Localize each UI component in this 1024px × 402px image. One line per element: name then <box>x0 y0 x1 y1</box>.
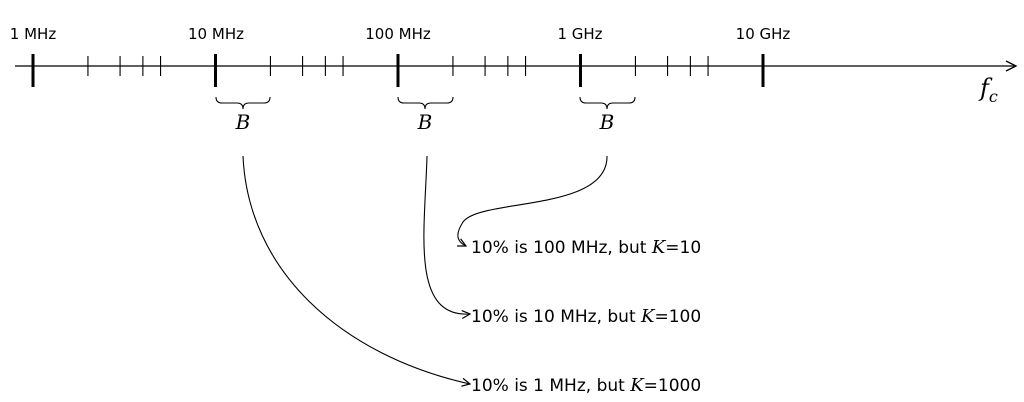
connector-1ghz <box>458 155 608 246</box>
note-k100-symbol: K <box>640 306 656 327</box>
decade-label-1mhz: 1 MHz <box>10 25 57 43</box>
brace-2 <box>397 96 454 110</box>
note-k100-value: =100 <box>654 307 701 327</box>
axis-ticks <box>31 54 765 87</box>
note-k10-prefix: 10% is 100 MHz, but <box>471 238 652 258</box>
axis-label-sub: c <box>989 87 998 106</box>
brace-1 <box>215 96 271 110</box>
note-k1000: 10% is 1 MHz, but K=1000 <box>471 375 701 396</box>
note-k1000-prefix: 10% is 1 MHz, but <box>471 376 630 396</box>
decade-label-1ghz: 1 GHz <box>557 25 602 43</box>
axis-arrowhead <box>1005 60 1018 72</box>
brace-3 <box>579 96 636 110</box>
note-k1000-value: =1000 <box>644 376 702 396</box>
note-k100-prefix: 10% is 10 MHz, but <box>471 307 641 327</box>
decade-label-100mhz: 100 MHz <box>365 25 431 43</box>
note-k10: 10% is 100 MHz, but K=10 <box>471 237 701 258</box>
brace-label-3: B <box>599 110 615 134</box>
note-k10-value: =10 <box>665 238 701 258</box>
decade-label-10mhz: 10 MHz <box>188 25 244 43</box>
decade-label-10ghz: 10 GHz <box>736 25 791 43</box>
brace-label-2: B <box>417 110 433 134</box>
note-k1000-symbol: K <box>629 375 645 396</box>
connector-100mhz <box>423 155 470 314</box>
note-k100: 10% is 10 MHz, but K=100 <box>471 306 701 327</box>
connector-10mhz <box>242 155 470 384</box>
axis-label: fc <box>978 74 998 106</box>
note-k10-symbol: K <box>651 237 667 258</box>
brace-label-1: B <box>235 110 251 134</box>
